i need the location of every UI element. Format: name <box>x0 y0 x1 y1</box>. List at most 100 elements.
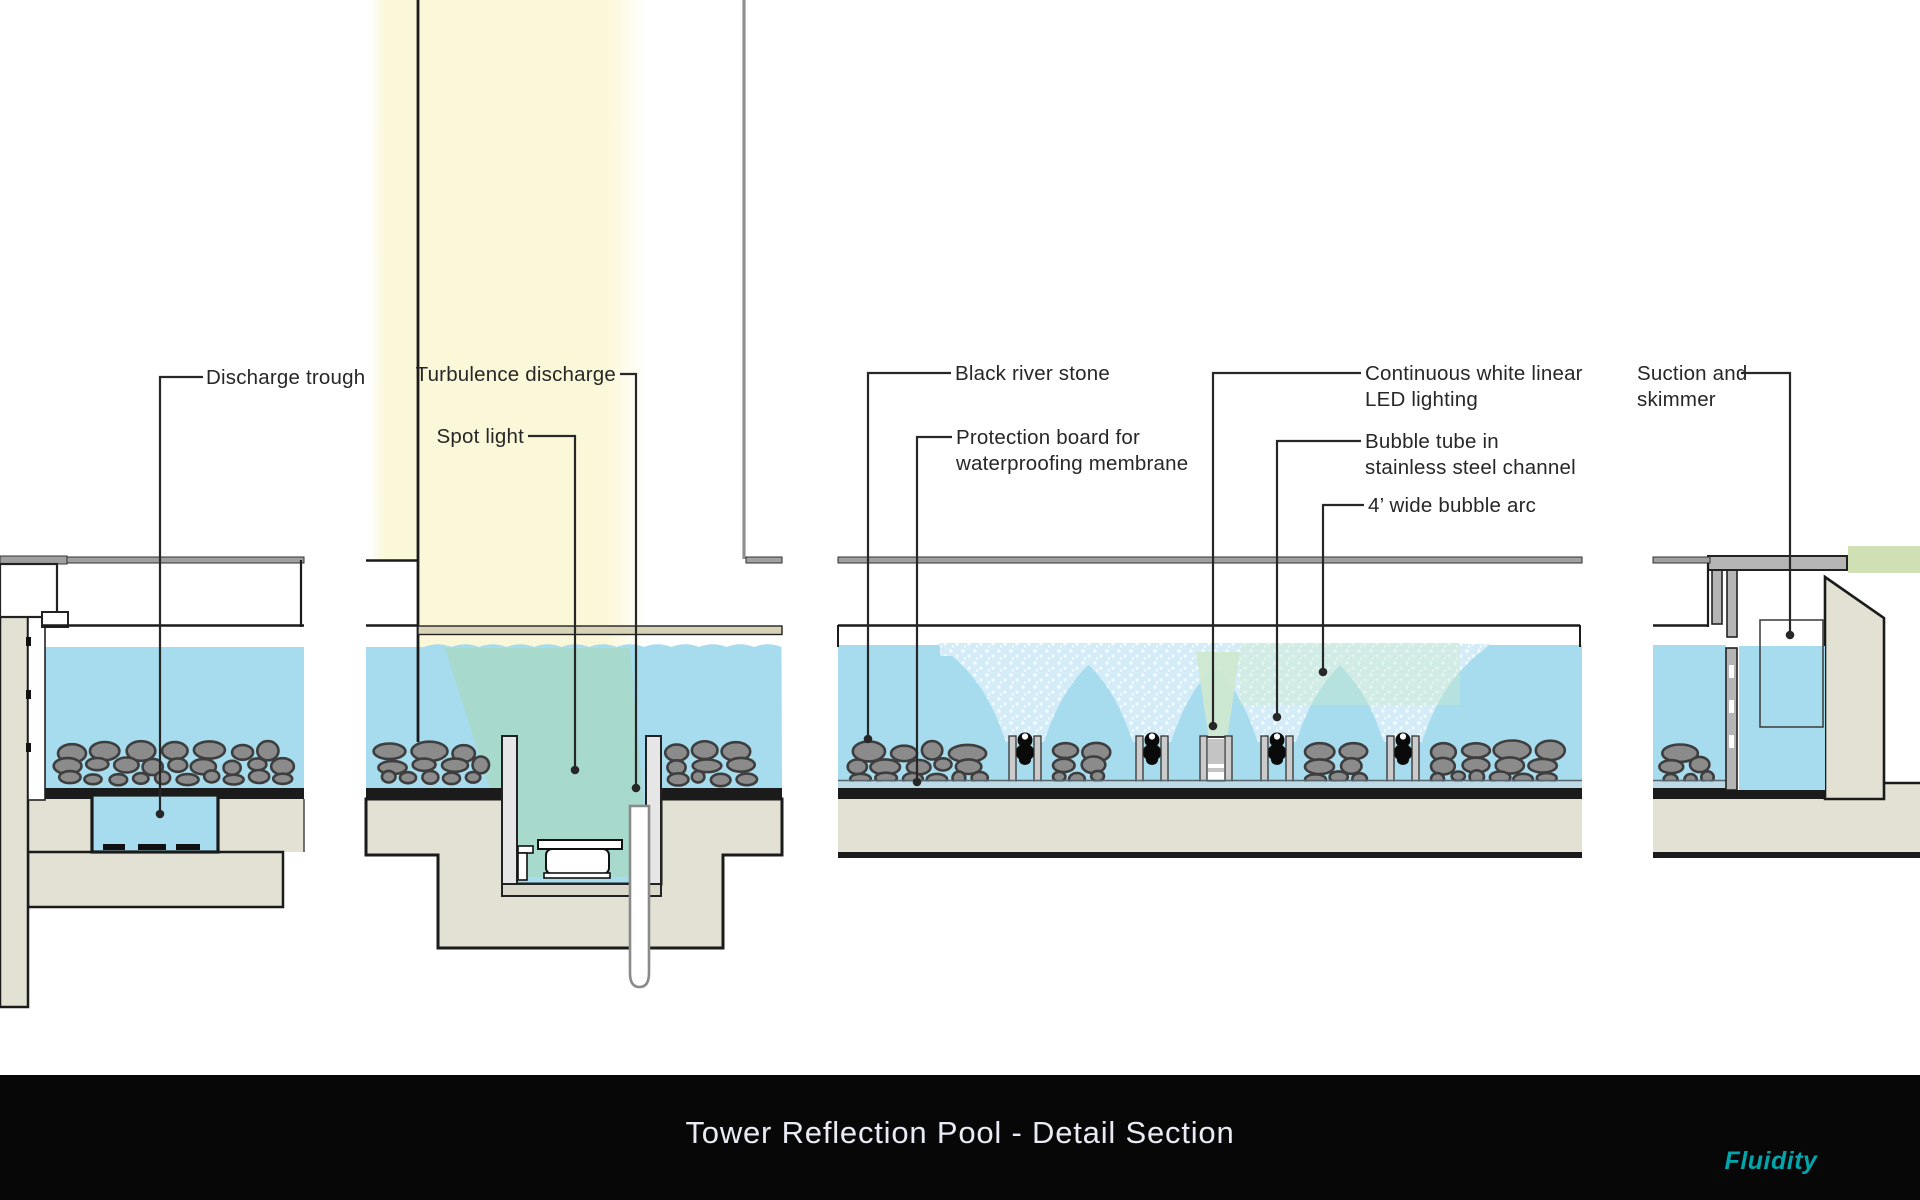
leader-dot <box>912 777 922 787</box>
skimmer-post-1 <box>1711 569 1723 625</box>
leader-dot <box>863 734 873 744</box>
leader-dot <box>1208 721 1218 731</box>
tower-base-section <box>364 0 784 989</box>
leader-dot <box>570 765 580 775</box>
leader-line <box>620 372 638 785</box>
protection-board-strip-c <box>838 781 1582 788</box>
slab-c-bottom <box>838 852 1582 858</box>
liner-tick-2 <box>26 690 31 699</box>
slab-c <box>838 799 1582 852</box>
fluidity-logo: Fluidity <box>1725 1147 1818 1175</box>
liner-tick-1 <box>26 637 31 646</box>
membrane-b-right <box>656 788 782 799</box>
label-text: Black river stone <box>955 362 1110 385</box>
leader-dot <box>1272 712 1282 722</box>
label-bubble-arc: 4’ wide bubble arc <box>1318 494 1536 677</box>
bubble-nozzle <box>1393 732 1413 765</box>
membrane-c <box>838 788 1582 799</box>
underwater-light-cone <box>445 648 650 877</box>
label-text: Discharge trough <box>206 366 365 389</box>
slot-1 <box>1729 665 1734 678</box>
label-spot-light: Spot light <box>437 425 580 775</box>
light-beam <box>372 0 645 648</box>
label-black-river-stone: Black river stone <box>863 362 1110 744</box>
pool-edge-beam <box>417 625 783 636</box>
turbulence-discharge-pipe <box>628 804 651 989</box>
coping-cap-a <box>0 555 68 565</box>
skimmer-basket <box>1759 619 1824 728</box>
slab-d-bottom <box>1653 852 1920 858</box>
title-bar: Tower Reflection Pool - Detail Section F… <box>0 1075 1920 1200</box>
slot-2 <box>1729 700 1734 713</box>
skimmer-section <box>1652 546 1920 858</box>
slab-d-step <box>1884 783 1920 803</box>
skimmer-post-2 <box>1726 569 1738 638</box>
leader-line <box>866 371 951 735</box>
trough-foot-3 <box>176 844 200 850</box>
skimmer-wall <box>1823 574 1886 801</box>
bubble-plume <box>1064 644 1240 742</box>
leader-dot <box>155 809 165 819</box>
coping-box-a <box>0 562 59 619</box>
leader-line <box>1321 503 1364 668</box>
title-bar-background <box>0 1075 1920 1200</box>
leader-line <box>1211 371 1361 722</box>
leader-dot <box>1785 630 1795 640</box>
lawn-strip <box>1848 546 1920 573</box>
deck-line-c <box>837 556 1583 564</box>
protection-board-strip-d <box>1653 781 1737 788</box>
bubble-field-section <box>837 556 1583 858</box>
bubble-nozzle <box>1142 732 1162 765</box>
wall-a <box>0 590 30 1009</box>
led-light-cone <box>1196 652 1240 740</box>
bubble-plume <box>937 644 1113 742</box>
deck-line-b-right <box>745 556 783 564</box>
skimmer-slot-wall <box>1725 647 1738 791</box>
tower-light-beam-group <box>372 0 645 648</box>
membrane-d <box>1653 788 1737 799</box>
slab-a-lower <box>26 850 285 909</box>
label-turbulence-discharge: Turbulence discharge <box>416 363 641 793</box>
bubble-nozzle <box>1267 732 1287 765</box>
coping-step-a <box>41 611 69 628</box>
label-discharge-trough: Discharge trough <box>155 366 365 819</box>
leader-dot <box>631 783 641 793</box>
skimmer-lid <box>1707 555 1848 571</box>
green-light-wash <box>1240 643 1460 705</box>
pit-floor <box>501 883 662 897</box>
slab-d <box>1653 799 1920 852</box>
discharge-trough <box>90 793 220 854</box>
skimmer-membrane <box>1737 790 1826 799</box>
bubble-hardware-group <box>1008 732 1420 784</box>
spot-light-fixture <box>517 839 623 881</box>
membrane-b-left <box>366 788 504 799</box>
leader-line <box>1741 371 1792 631</box>
liner-tick-3 <box>26 743 31 752</box>
bubble-plume <box>1315 644 1491 742</box>
slot-3 <box>1729 735 1734 748</box>
label-text: 4’ wide bubble arc <box>1368 494 1536 517</box>
trough-foot-1 <box>103 844 125 850</box>
drawing-title: Tower Reflection Pool - Detail Section <box>685 1115 1234 1150</box>
discharge-trough-section <box>0 555 305 1009</box>
deck-line-d <box>1652 556 1711 564</box>
leader-line <box>915 435 952 778</box>
led-fixture <box>1205 736 1227 782</box>
skimmer-water <box>1739 646 1825 790</box>
pit-wall-left <box>501 735 518 885</box>
trough-foot-2 <box>138 844 166 850</box>
label-text: Turbulence discharge <box>416 363 616 386</box>
leader-line <box>528 434 577 767</box>
leader-line <box>1275 439 1361 713</box>
